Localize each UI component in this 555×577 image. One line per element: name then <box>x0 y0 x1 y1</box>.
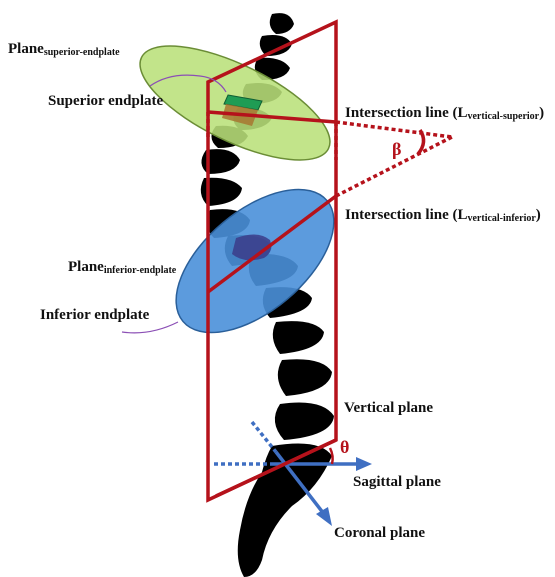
inferior-leader-line <box>122 322 178 333</box>
beta-angle-arc <box>418 130 424 154</box>
vertical-plane-label: Vertical plane <box>344 401 433 416</box>
sagittal-arrow-head <box>356 457 372 471</box>
inferior-endplate-label: Inferior endplate <box>40 308 149 323</box>
intersection-line-inferior-label: Intersection line (Lvertical-inferior) <box>345 208 541 224</box>
plane-inferior-endplate-label: Planeinferior-endplate <box>68 260 176 276</box>
coronal-plane-label: Coronal plane <box>334 526 425 541</box>
coronal-arrow-head <box>316 507 332 526</box>
intersection-line-superior-label: Intersection line (Lvertical-superior) <box>345 106 544 122</box>
theta-symbol: θ <box>340 438 349 456</box>
plane-superior-endplate-label: Planesuperior-endplate <box>8 42 120 58</box>
beta-symbol: β <box>392 140 401 158</box>
sagittal-plane-label: Sagittal plane <box>353 475 441 490</box>
superior-endplate-label: Superior endplate <box>48 94 163 109</box>
inferior-endplate-plane <box>151 162 359 359</box>
